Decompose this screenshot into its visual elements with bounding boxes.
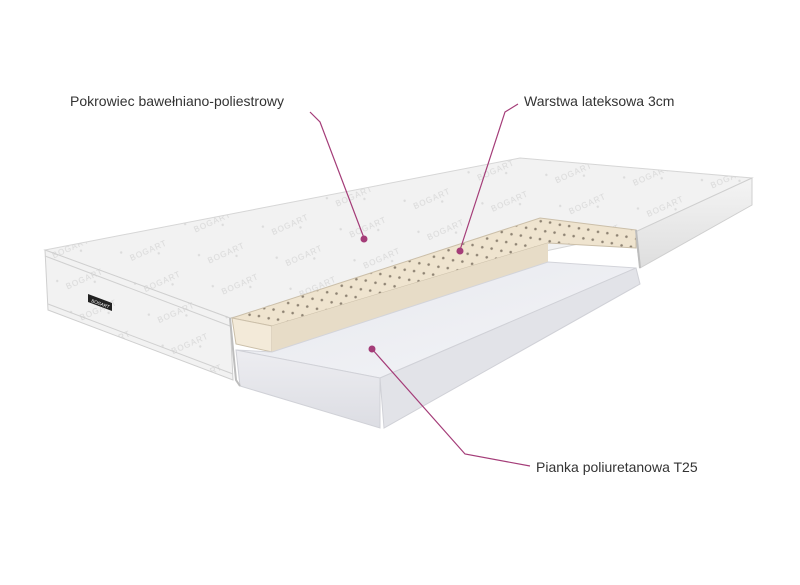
- foam-marker-dot: [368, 345, 376, 353]
- foam-layer: [235, 261, 641, 429]
- latex-layer: [230, 217, 637, 353]
- foam-callout-label: Pianka poliuretanowa T25: [536, 459, 698, 475]
- latex-callout-label: Warstwa lateksowa 3cm: [524, 93, 675, 109]
- latex-marker-dot: [456, 247, 464, 255]
- cover-marker-dot: [360, 235, 368, 243]
- foam-front: [235, 349, 381, 429]
- foam-leader-line: [371, 348, 531, 467]
- cover-cut-edge: [229, 317, 241, 387]
- latex-inner-face: [272, 243, 548, 352]
- callout-leaders: [309, 103, 531, 467]
- foam-side: [379, 267, 641, 429]
- latex-leader-line: [459, 103, 519, 251]
- mattress-cover: BOGART: [43, 157, 754, 381]
- bogart-label-tag: BOGART: [88, 294, 112, 311]
- cover-callout-label: Pokrowiec bawełniano-poliestrowy: [70, 93, 284, 109]
- cover-left-end: [44, 249, 234, 381]
- cover-leader-line: [309, 111, 365, 239]
- bogart-label-text: BOGART: [91, 298, 111, 309]
